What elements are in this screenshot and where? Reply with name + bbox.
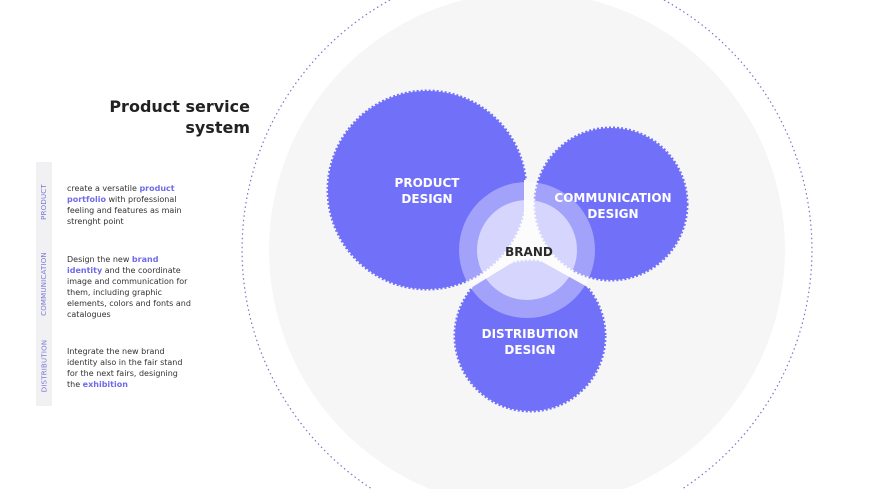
page-title: Product service system [50,96,250,138]
distribution-label-1: DISTRIBUTION [482,327,579,341]
side-tab-strip [36,162,52,406]
distribution-label-2: DESIGN [504,343,555,357]
title-line-2: system [185,118,250,137]
tab-product: PRODUCT [40,184,48,220]
distribution-description: Integrate the new brand identity also in… [67,347,183,389]
brand-circle [477,200,577,300]
product-label-1: PRODUCT [395,176,461,190]
communication-description: Design the new brand identity and the co… [67,255,191,319]
brand-label: BRAND [505,245,553,259]
title-line-1: Product service [109,97,250,116]
tab-communication: COMMUNICATION [40,252,49,316]
product-label-2: DESIGN [401,192,452,206]
communication-label-2: DESIGN [587,207,638,221]
tab-distribution: DISTRIBUTION [40,339,49,393]
communication-label-1: COMMUNICATION [554,191,671,205]
product-description: create a versatile product portfolio wit… [67,184,182,226]
